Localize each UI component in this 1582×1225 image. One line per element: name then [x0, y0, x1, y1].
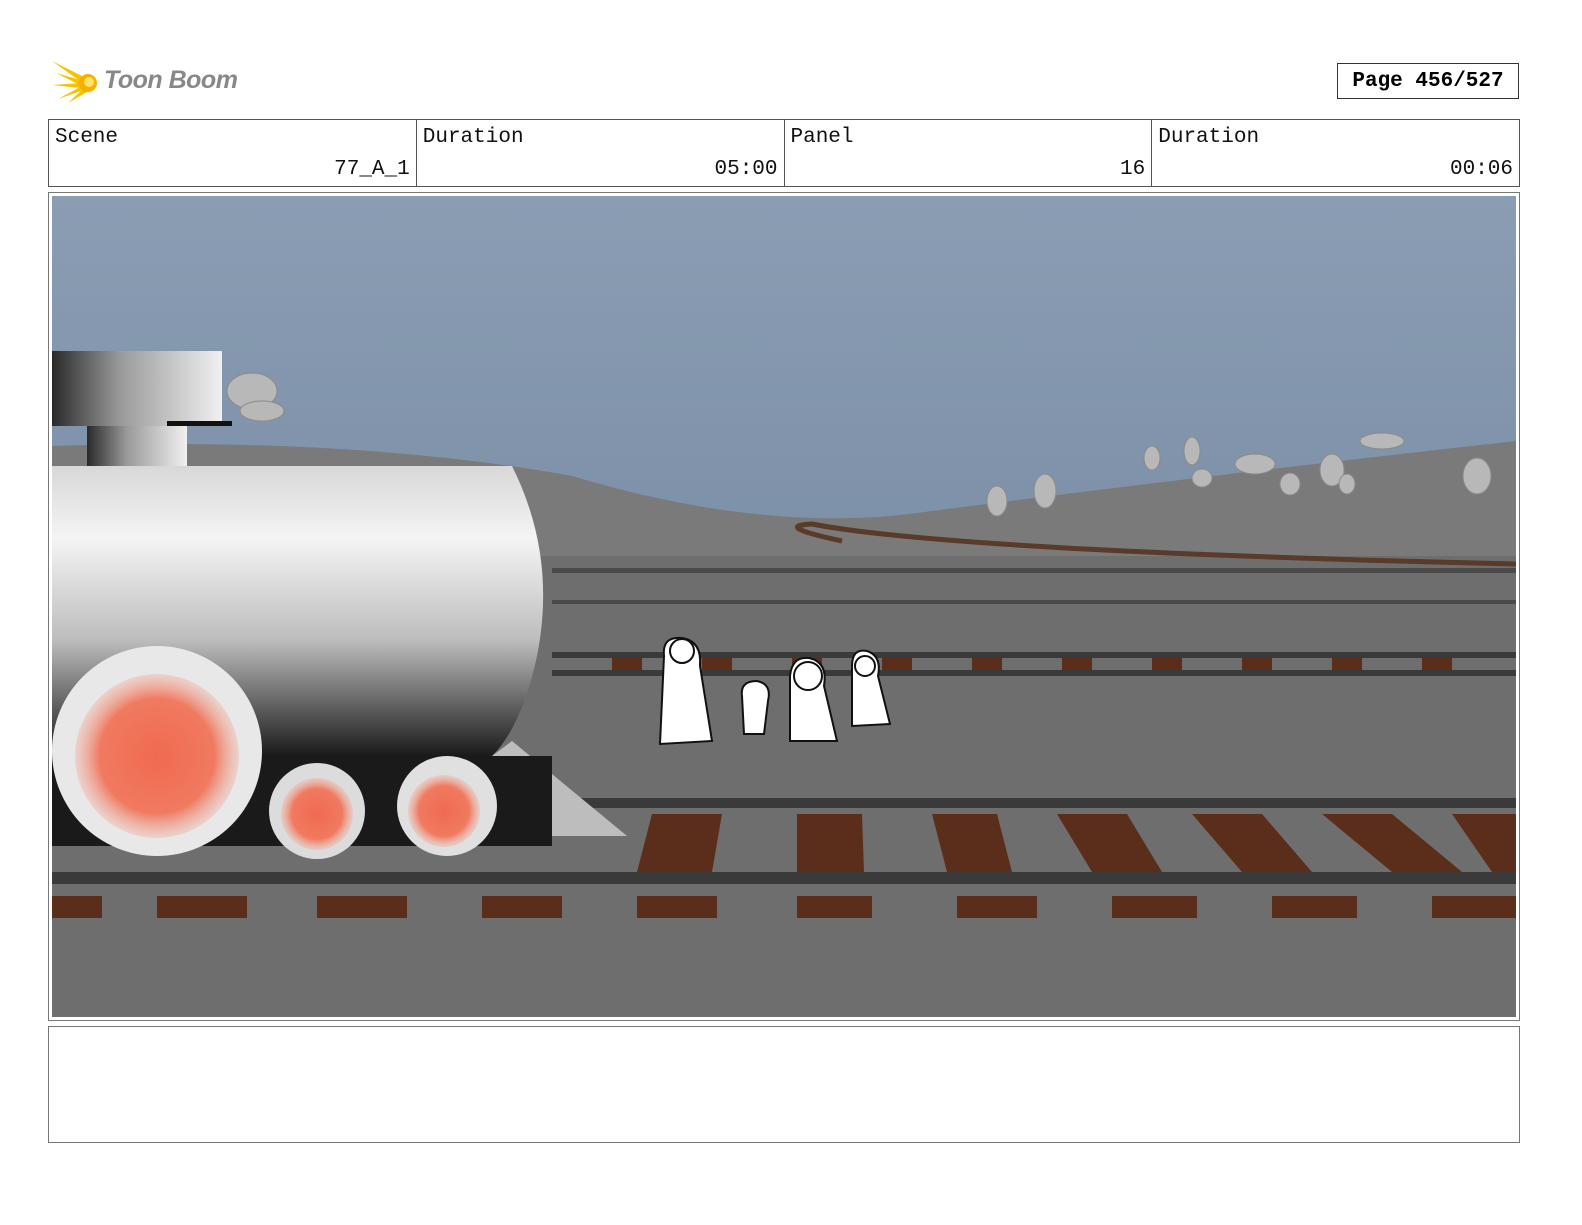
panel-duration-value: 00:06	[1449, 158, 1513, 181]
smokestack-top	[52, 351, 222, 426]
near-track	[52, 798, 1516, 918]
panel-notes	[48, 1026, 1520, 1143]
trees	[226, 372, 1492, 517]
panel-duration-cell: Duration 00:06	[1152, 120, 1519, 186]
character-sketches	[658, 636, 892, 746]
far-curved-track	[795, 521, 1516, 567]
panel-cell: Panel 16	[785, 120, 1153, 186]
middle-track	[552, 652, 1516, 676]
scene-duration-label: Duration	[422, 126, 524, 149]
smokestack-base	[87, 426, 187, 471]
scene-label: Scene	[55, 126, 119, 149]
locomotive	[52, 351, 627, 859]
panel-duration-label: Duration	[1158, 126, 1260, 149]
page-number: Page 456/527	[1337, 63, 1519, 99]
scene-duration-value: 05:00	[714, 158, 778, 181]
far-track	[552, 568, 1516, 604]
scene-duration-cell: Duration 05:00	[417, 120, 785, 186]
logo-text: Toon Boom	[104, 65, 238, 94]
scene-value: 77_A_1	[334, 158, 410, 181]
logo-burst-icon	[52, 61, 97, 103]
panel-label: Panel	[790, 126, 854, 149]
panel-value: 16	[1120, 158, 1146, 181]
storyboard-panel	[48, 192, 1520, 1021]
toon-boom-logo: Toon Boom	[50, 55, 238, 105]
scene-info-table: Scene 77_A_1 Duration 05:00 Panel 16 Dur…	[48, 119, 1520, 187]
panel-image	[52, 196, 1516, 1017]
scene-cell: Scene 77_A_1	[49, 120, 417, 186]
